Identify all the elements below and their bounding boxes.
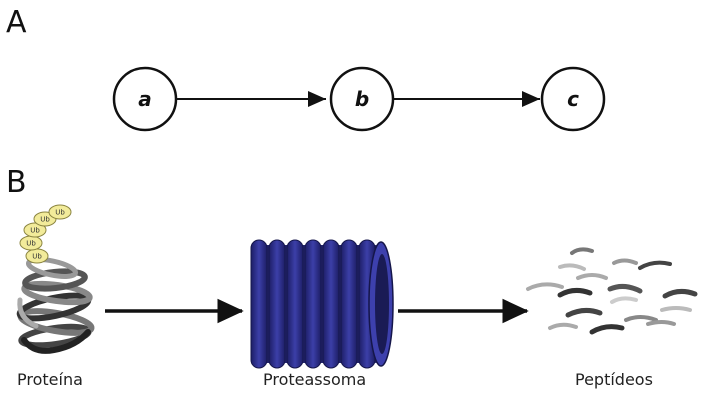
proteasome (250, 239, 394, 369)
ubiquitin-2-label: Ub (26, 240, 36, 248)
ubiquitin-1-label: Ub (32, 253, 42, 261)
node-b-label: b (355, 87, 369, 111)
node-c: c (540, 66, 606, 132)
caption-peptides: Peptídeos (575, 370, 653, 389)
ubiquitin-3-label: Ub (30, 227, 40, 235)
pathway-a-b-c: a b c (112, 66, 606, 132)
panel-label-b: B (6, 165, 27, 200)
ubiquitin-2: Ub (19, 235, 43, 251)
panel-label-a: A (6, 5, 27, 40)
node-c-label: c (567, 87, 579, 111)
ubiquitin-1: Ub (25, 248, 49, 264)
ubiquitinated-protein: Ub Ub Ub Ub Ub (16, 204, 95, 354)
node-b: b (329, 66, 395, 132)
caption-protein: Proteína (17, 370, 83, 389)
caption-proteasome: Proteassoma (263, 370, 367, 389)
node-a: a (112, 66, 178, 132)
ubiquitin-4-label: Ub (40, 216, 50, 224)
proteasome-rings (250, 239, 376, 369)
ubiquitin-5: Ub (48, 204, 72, 220)
ubiquitin-chain: Ub Ub Ub Ub Ub (19, 204, 72, 264)
peptide-fragments (526, 247, 698, 335)
node-a-label: a (138, 87, 152, 111)
ubiquitin-3: Ub (23, 222, 47, 238)
protein-coil (16, 257, 95, 354)
ubiquitin-5-label: Ub (55, 209, 65, 217)
